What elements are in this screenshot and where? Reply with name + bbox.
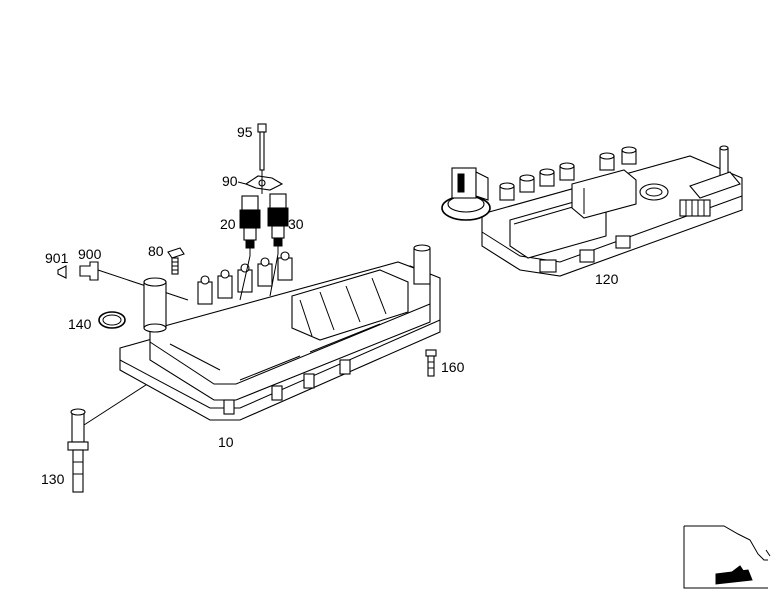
bolt-95-drawing [257, 123, 267, 176]
label-part-900: 900 [78, 246, 102, 262]
screw-80-drawing [167, 247, 185, 275]
label-part-30: 30 [288, 216, 304, 232]
solenoid-valve-30-drawing [267, 193, 289, 254]
control-unit-120-drawing [441, 145, 743, 277]
label-part-901: 901 [45, 250, 69, 266]
label-part-10: 10 [218, 434, 234, 450]
connector-900-drawing [79, 261, 189, 301]
bracket-90-drawing [237, 175, 284, 191]
label-part-140: 140 [68, 316, 92, 332]
guide-tube-130-drawing [67, 349, 201, 493]
bolt-160-drawing [425, 349, 437, 377]
label-part-90: 90 [222, 173, 238, 189]
label-part-95: 95 [237, 124, 253, 140]
label-part-20: 20 [220, 216, 236, 232]
label-part-160: 160 [441, 359, 465, 375]
valve-body-10-drawing [119, 176, 441, 421]
o-ring-140-drawing [98, 311, 126, 329]
seal-901-drawing [57, 265, 67, 279]
label-part-130: 130 [41, 471, 65, 487]
solenoid-valve-20-drawing [239, 195, 261, 256]
label-part-120: 120 [595, 271, 619, 287]
transmission-thumbnail [683, 525, 771, 589]
label-part-80: 80 [148, 243, 164, 259]
